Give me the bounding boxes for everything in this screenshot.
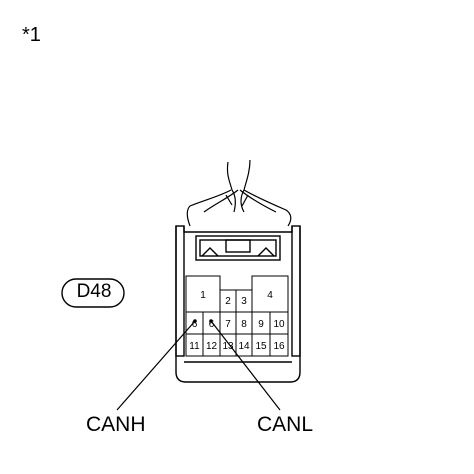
canh-pin-dot <box>193 319 197 323</box>
pin-label: 6 <box>209 319 215 330</box>
pin-1-cell <box>185 275 221 313</box>
canl-label: CANL <box>257 413 314 436</box>
pin-grid <box>185 275 289 357</box>
pin-label: 7 <box>225 319 231 330</box>
canh-leader-line <box>116 320 196 411</box>
pin-label: 11 <box>189 341 200 352</box>
pin-label: 6 <box>192 319 198 330</box>
leader-dots <box>193 319 213 323</box>
canh-label: CANH <box>86 413 146 436</box>
pin-label: 3 <box>241 296 247 307</box>
pin-label: 14 <box>238 341 250 352</box>
connector-id-label: D48 <box>76 281 112 302</box>
connector-id-badge <box>61 278 125 308</box>
pin-label: 4 <box>267 290 273 301</box>
pin-label: 15 <box>255 341 267 352</box>
canl-pin-dot <box>209 319 213 323</box>
note-marker: *1 <box>22 24 41 46</box>
pin-label: 16 <box>273 341 285 352</box>
pin-label: 13 <box>222 341 234 352</box>
pin-label: 10 <box>273 319 285 330</box>
pin-numbers: 1 2 3 4 6 6 7 8 9 10 11 12 13 14 15 16 <box>189 290 285 352</box>
wire-harness <box>186 159 292 227</box>
connector-housing <box>175 225 301 383</box>
pin-label: 8 <box>241 319 247 330</box>
leader-lines <box>116 320 281 411</box>
pin-label: 1 <box>200 290 206 301</box>
canl-leader-line <box>210 320 281 411</box>
pin-label: 12 <box>206 341 218 352</box>
pin-label: 2 <box>225 296 231 307</box>
pin-label: 9 <box>258 319 264 330</box>
